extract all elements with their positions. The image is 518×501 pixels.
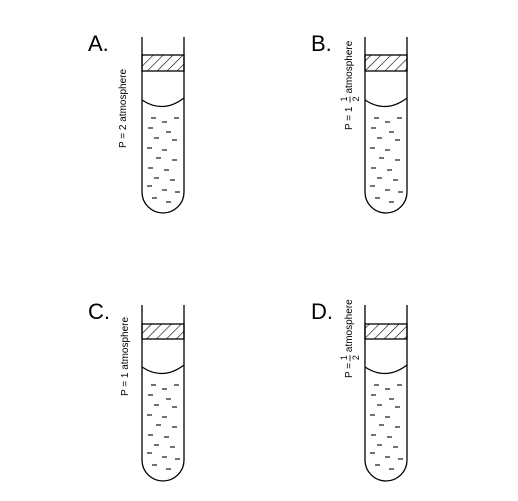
liquid xyxy=(147,117,180,203)
svg-text:1: 1 xyxy=(339,355,349,360)
panel-c: C. P = 1 atmosphere xyxy=(88,299,185,482)
test-tube xyxy=(141,37,185,214)
piston xyxy=(364,323,408,340)
panel-letter: B. xyxy=(311,31,332,56)
svg-text:P = 1: P = 1 xyxy=(344,106,355,130)
svg-text:atmosphere: atmosphere xyxy=(344,40,355,93)
svg-text:P =: P = xyxy=(344,363,355,378)
piston xyxy=(141,323,185,340)
svg-text:1: 1 xyxy=(339,96,349,101)
liquid-surface xyxy=(364,97,408,108)
panel-letter: D. xyxy=(311,299,333,324)
test-tube xyxy=(141,305,185,482)
test-tube xyxy=(364,305,408,482)
panel-letter: A. xyxy=(88,31,109,56)
panel-letter: C. xyxy=(88,299,110,324)
piston xyxy=(141,54,185,72)
piston xyxy=(364,54,408,72)
liquid-surface xyxy=(141,364,185,375)
pressure-label: P = 2 atmosphere xyxy=(118,69,129,148)
liquid xyxy=(147,384,180,470)
liquid xyxy=(370,117,403,203)
liquid xyxy=(370,384,403,470)
panel-a: A. P = 2 atmosphere xyxy=(88,31,185,214)
svg-text:atmosphere: atmosphere xyxy=(344,299,355,352)
svg-text:2: 2 xyxy=(351,96,361,101)
svg-text:2: 2 xyxy=(351,355,361,360)
svg-text:P = 2 atmosphere: P = 2 atmosphere xyxy=(118,69,129,148)
test-tube xyxy=(364,37,408,214)
pressure-label: P = 1 atmosphere xyxy=(120,317,131,396)
liquid-surface xyxy=(141,97,185,108)
liquid-surface xyxy=(364,364,408,375)
svg-text:P = 1 atmosphere: P = 1 atmosphere xyxy=(120,317,131,396)
